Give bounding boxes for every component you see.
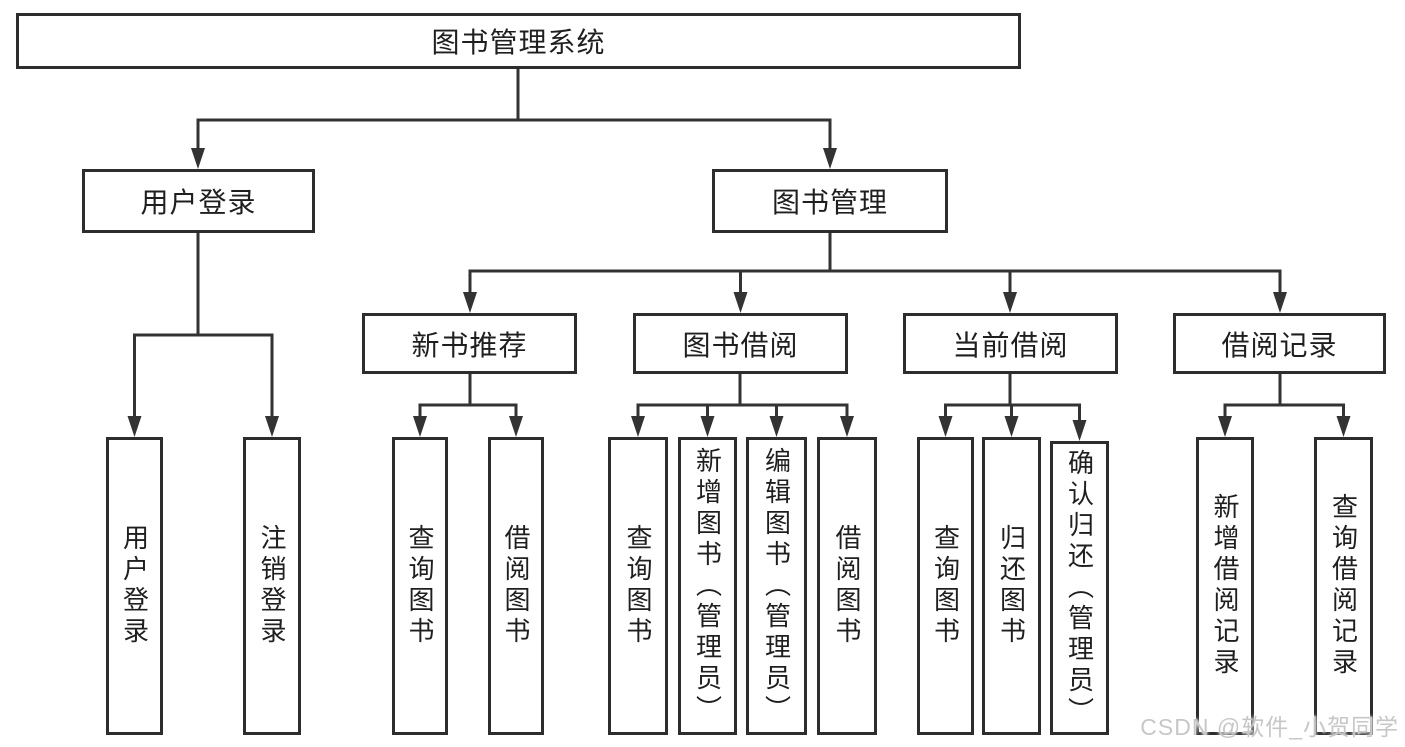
leaf-current-confirm-return-admin: 确认归还（管理员） [1050, 441, 1109, 735]
leaf-borrow-add-book-admin: 新增图书（管理员） [678, 437, 737, 735]
leaf-recommend-borrow-book-label: 借阅图书 [501, 524, 531, 648]
leaf-records-query-record-label: 查询借阅记录 [1328, 493, 1359, 679]
leaf-recommend-borrow-book: 借阅图书 [488, 437, 544, 735]
node-user-login: 用户登录 [82, 169, 315, 233]
watermark: CSDN @软件_小贺同学 [1140, 714, 1399, 740]
node-new-book-recommend: 新书推荐 [362, 313, 577, 374]
leaf-borrow-edit-book-admin-label: 编辑图书（管理员） [761, 446, 792, 726]
leaf-current-query-book-label: 查询图书 [930, 524, 961, 648]
leaf-borrow-add-book-admin-label: 新增图书（管理员） [692, 446, 723, 726]
leaf-borrow-borrow-book: 借阅图书 [817, 437, 877, 735]
leaf-borrow-query-book-label: 查询图书 [623, 524, 653, 648]
leaf-current-query-book: 查询图书 [917, 437, 974, 735]
leaf-current-return-book: 归还图书 [982, 437, 1041, 735]
leaf-records-add-record: 新增借阅记录 [1196, 437, 1254, 735]
node-book-borrow: 图书借阅 [633, 313, 848, 374]
node-library-system: 图书管理系统 [16, 13, 1021, 69]
leaf-logout-label: 注销登录 [257, 524, 287, 648]
leaf-borrow-query-book: 查询图书 [608, 437, 668, 735]
leaf-recommend-query-book-label: 查询图书 [405, 524, 435, 648]
leaf-user-login: 用户登录 [106, 437, 163, 735]
node-book-management: 图书管理 [712, 169, 948, 233]
leaf-borrow-edit-book-admin: 编辑图书（管理员） [746, 437, 807, 735]
node-current-borrow: 当前借阅 [903, 313, 1118, 374]
leaf-borrow-borrow-book-label: 借阅图书 [832, 524, 862, 648]
leaf-records-query-record: 查询借阅记录 [1314, 437, 1373, 735]
leaf-current-confirm-return-admin-label: 确认归还（管理员） [1064, 448, 1095, 728]
leaf-recommend-query-book: 查询图书 [392, 437, 448, 735]
leaf-user-login-label: 用户登录 [119, 524, 150, 648]
leaf-records-add-record-label: 新增借阅记录 [1210, 493, 1240, 679]
node-borrow-records: 借阅记录 [1173, 313, 1386, 374]
leaf-current-return-book-label: 归还图书 [996, 524, 1027, 648]
leaf-logout: 注销登录 [243, 437, 301, 735]
